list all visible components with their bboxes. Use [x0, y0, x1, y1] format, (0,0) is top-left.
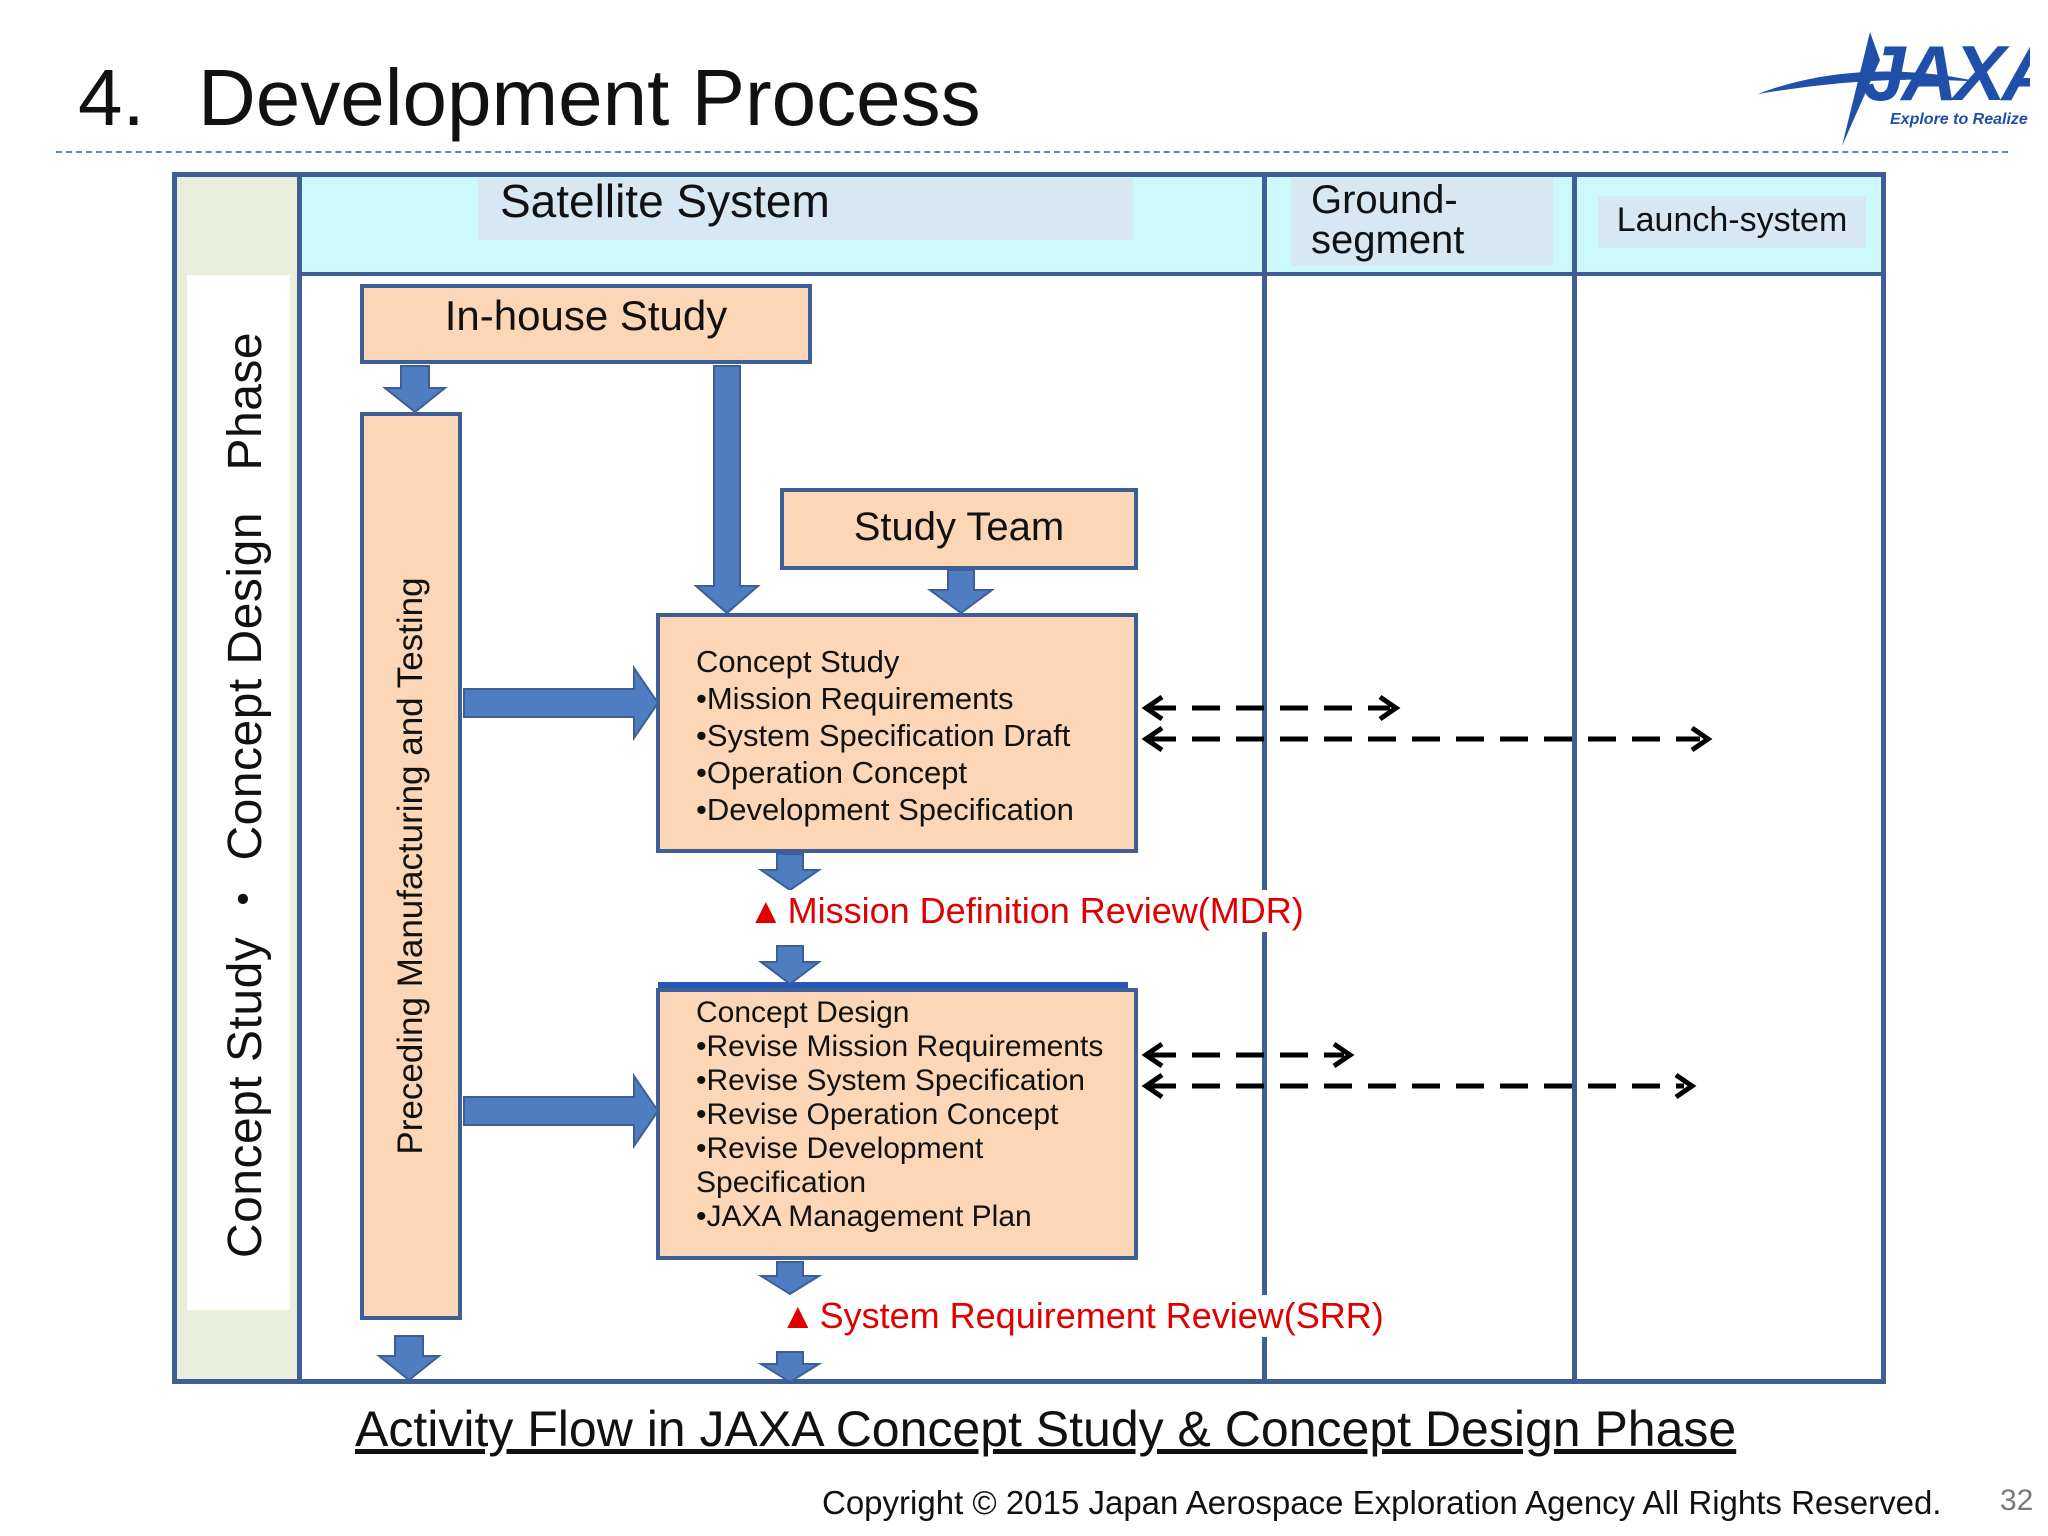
logo-star-streak	[1842, 32, 1880, 146]
header-divider	[56, 151, 2008, 153]
page-number: 32	[2000, 1484, 2034, 1517]
copyright-notice: Copyright © 2015 Japan Aerospace Explora…	[822, 1484, 1942, 1521]
ground-segment-line-2: segment	[1311, 218, 1465, 262]
logo-tagline: Explore to Realize	[1890, 111, 2028, 128]
review-mdr-label: ▲Mission Definition Review(MDR)	[744, 890, 1308, 932]
concept-design-heading: Concept Design	[696, 996, 910, 1029]
concept-design-item: •Revise Operation Concept	[696, 1098, 1059, 1131]
column-divider-launch	[1572, 177, 1577, 1379]
concept-design-item: •JAXA Management Plan	[696, 1200, 1032, 1233]
phase-column-inner	[187, 275, 290, 1310]
preceding-manufacturing-box	[360, 412, 462, 1320]
concept-design-item: •Revise Mission Requirements	[696, 1030, 1104, 1063]
logo-swoosh	[1758, 71, 1980, 94]
column-header-launch-system: Launch-system	[1598, 196, 1866, 248]
phase-label: Concept Study ・ Concept Design Phase	[219, 331, 272, 1259]
column-divider-phase	[297, 177, 302, 1379]
concept-study-item: •Mission Requirements	[696, 681, 1014, 716]
concept-design-top-edge	[658, 982, 1128, 988]
jaxa-logo: JAXA Explore to Realize	[1758, 29, 2030, 146]
review-triangle-icon: ▲	[748, 890, 784, 931]
concept-design-box: Concept Design •Revise Mission Requireme…	[656, 988, 1138, 1260]
concept-design-item: Specification	[696, 1166, 867, 1199]
review-srr-label: ▲System Requirement Review(SRR)	[776, 1295, 1388, 1337]
review-mdr-text: Mission Definition Review(MDR)	[787, 890, 1304, 931]
ground-segment-line-1: Ground-	[1311, 178, 1458, 222]
slide-title-text: Development Process	[198, 53, 981, 142]
concept-design-item: •Revise Development	[696, 1132, 984, 1165]
column-header-satellite-system: Satellite System	[478, 178, 1133, 240]
review-triangle-icon: ▲	[780, 1295, 816, 1336]
concept-study-item: •Development Specification	[696, 792, 1074, 827]
concept-study-heading: Concept Study	[696, 644, 900, 679]
review-srr-text: System Requirement Review(SRR)	[819, 1295, 1384, 1336]
concept-study-box: Concept Study •Mission Requirements •Sys…	[656, 613, 1138, 853]
slide-number: 4.	[78, 53, 145, 142]
study-team-box: Study Team	[780, 488, 1138, 570]
logo-wordmark: JAXA	[1862, 29, 2030, 117]
concept-design-item: •Revise System Specification	[696, 1064, 1085, 1097]
column-header-ground-segment: Ground- segment	[1291, 178, 1553, 266]
column-divider-ground	[1262, 177, 1267, 1379]
slide-title: 4. Development Process	[78, 52, 981, 144]
preceding-manufacturing-label: Preceding Manufacturing and Testing	[391, 577, 430, 1155]
inhouse-study-box: In-house Study	[360, 284, 812, 364]
concept-study-item: •Operation Concept	[696, 755, 968, 790]
concept-study-item: •System Specification Draft	[696, 718, 1071, 753]
diagram-caption: Activity Flow in JAXA Concept Study & Co…	[355, 1401, 1737, 1457]
